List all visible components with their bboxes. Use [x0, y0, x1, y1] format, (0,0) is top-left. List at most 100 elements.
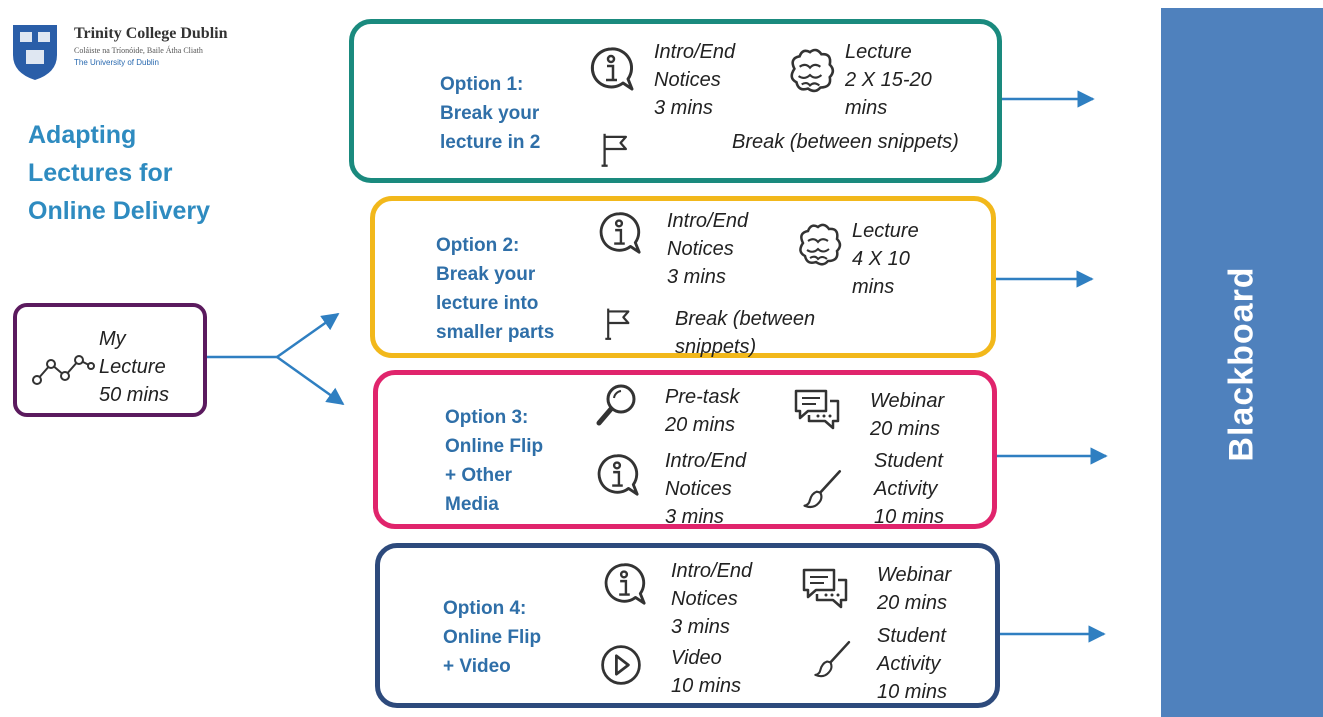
- text-line: 4 X 10: [852, 248, 910, 270]
- option-4-webinar-text: Webinar 20 mins: [877, 561, 951, 617]
- label-line: Online Flip: [445, 436, 544, 457]
- text-line: 10 mins: [877, 681, 948, 703]
- chat-icon: [790, 385, 844, 435]
- label-line: Online Flip: [443, 627, 542, 648]
- text-line: Video: [671, 647, 722, 669]
- text-line: Notices: [654, 69, 721, 91]
- label-line: Break your: [436, 264, 536, 285]
- magnifier-icon: [591, 380, 641, 430]
- option-4-label: Option 4: Online Flip + Video: [443, 594, 541, 681]
- label-line: Option 1:: [440, 74, 524, 95]
- brain-icon: [784, 48, 836, 100]
- title-line: Online Delivery: [28, 197, 211, 225]
- text-line: mins: [852, 276, 895, 298]
- university-subtitle: The University of Dublin: [74, 58, 159, 67]
- text-line: Intro/End: [671, 560, 753, 582]
- label-line: lecture into: [436, 293, 539, 314]
- my-lecture-text: My Lecture 50 mins: [99, 325, 169, 409]
- text-line: 3 mins: [654, 97, 713, 119]
- option-2-lecture-text: Lecture 4 X 10 mins: [852, 217, 919, 301]
- text-line: 20 mins: [870, 418, 941, 440]
- text-line: Lecture: [845, 41, 912, 63]
- label-line: + Other: [445, 465, 513, 486]
- option-2-intro-text: Intro/End Notices 3 mins: [667, 207, 748, 291]
- option-2-box: Option 2: Break your lecture into smalle…: [370, 196, 996, 358]
- text-line: 10 mins: [671, 675, 742, 697]
- info-bubble-icon: [600, 560, 648, 608]
- blackboard-panel: Blackboard: [1161, 8, 1323, 717]
- text-line: Intro/End: [667, 210, 749, 232]
- option-4-activity-text: Student Activity 10 mins: [877, 622, 947, 706]
- label-line: Media: [445, 494, 499, 515]
- text-line: Break (between snippets): [732, 131, 959, 153]
- text-line: Webinar: [870, 390, 945, 412]
- text-line: 10 mins: [874, 506, 945, 528]
- flag-icon: [597, 128, 635, 170]
- text-line: Lecture: [852, 220, 919, 242]
- text-line: Intro/End: [665, 450, 747, 472]
- option-1-break-text: Break (between snippets): [732, 128, 959, 156]
- text-line: 3 mins: [667, 266, 726, 288]
- text-line: Notices: [671, 588, 738, 610]
- text-line: 3 mins: [671, 616, 730, 638]
- label-line: Option 2:: [436, 235, 520, 256]
- option-4-intro-text: Intro/End Notices 3 mins: [671, 557, 752, 641]
- title-line: Adapting: [28, 121, 137, 149]
- option-1-intro-text: Intro/End Notices 3 mins: [654, 38, 735, 122]
- label-line: Break your: [440, 103, 540, 124]
- brush-icon: [801, 467, 845, 511]
- brush-icon: [812, 638, 854, 680]
- play-icon: [598, 642, 644, 688]
- option-2-label: Option 2: Break your lecture into smalle…: [436, 231, 554, 347]
- option-1-box: Option 1: Break your lecture in 2 Intro/…: [349, 19, 1002, 183]
- option-2-break-text: Break (between snippets): [675, 305, 815, 361]
- text-line: Student: [874, 450, 943, 472]
- university-name: Trinity College Dublin: [74, 25, 228, 42]
- text-line: 20 mins: [665, 414, 736, 436]
- arrow-icon: [276, 355, 345, 406]
- text-line: mins: [845, 97, 888, 119]
- text-line: 2 X 15-20: [845, 69, 932, 91]
- crest-icon: [13, 25, 57, 80]
- label-line: smaller parts: [436, 322, 555, 343]
- my-lecture-line: My: [99, 328, 126, 350]
- text-line: snippets): [675, 336, 757, 358]
- option-3-webinar-text: Webinar 20 mins: [870, 387, 944, 443]
- option-3-intro-text: Intro/End Notices 3 mins: [665, 447, 746, 531]
- flag-icon: [601, 303, 637, 343]
- option-1-lecture-text: Lecture 2 X 15-20 mins: [845, 38, 932, 122]
- text-line: Notices: [665, 478, 732, 500]
- label-line: + Video: [443, 656, 511, 677]
- text-line: 20 mins: [877, 592, 948, 614]
- page-title: Adapting Lectures for Online Delivery: [28, 116, 288, 230]
- text-line: Activity: [877, 653, 941, 675]
- info-bubble-icon: [586, 44, 636, 94]
- chat-icon: [798, 564, 852, 614]
- text-line: Notices: [667, 238, 734, 260]
- label-line: Option 3:: [445, 407, 529, 428]
- option-3-box: Option 3: Online Flip + Other Media Pre-…: [373, 370, 997, 529]
- option-3-pretask-text: Pre-task 20 mins: [665, 383, 739, 439]
- label-line: Option 4:: [443, 598, 527, 619]
- my-lecture-line: Lecture: [99, 356, 166, 378]
- my-lecture-line: 50 mins: [99, 384, 170, 406]
- blackboard-label: Blackboard: [1222, 266, 1261, 462]
- option-3-label: Option 3: Online Flip + Other Media: [445, 403, 543, 519]
- info-bubble-icon: [595, 209, 643, 257]
- brain-icon: [793, 223, 843, 273]
- text-line: Pre-task: [665, 386, 740, 408]
- info-bubble-icon: [593, 451, 641, 499]
- text-line: 3 mins: [665, 506, 724, 528]
- title-line: Lectures for: [28, 159, 173, 187]
- my-lecture-box: My Lecture 50 mins: [13, 303, 207, 417]
- network-icon: [32, 355, 95, 385]
- text-line: Break (between: [675, 308, 816, 330]
- text-line: Webinar: [877, 564, 952, 586]
- label-line: lecture in 2: [440, 132, 541, 153]
- option-1-label: Option 1: Break your lecture in 2: [440, 70, 540, 157]
- option-4-video-text: Video 10 mins: [671, 644, 741, 700]
- arrow-icon: [276, 312, 340, 359]
- text-line: Intro/End: [654, 41, 736, 63]
- option-3-activity-text: Student Activity 10 mins: [874, 447, 944, 531]
